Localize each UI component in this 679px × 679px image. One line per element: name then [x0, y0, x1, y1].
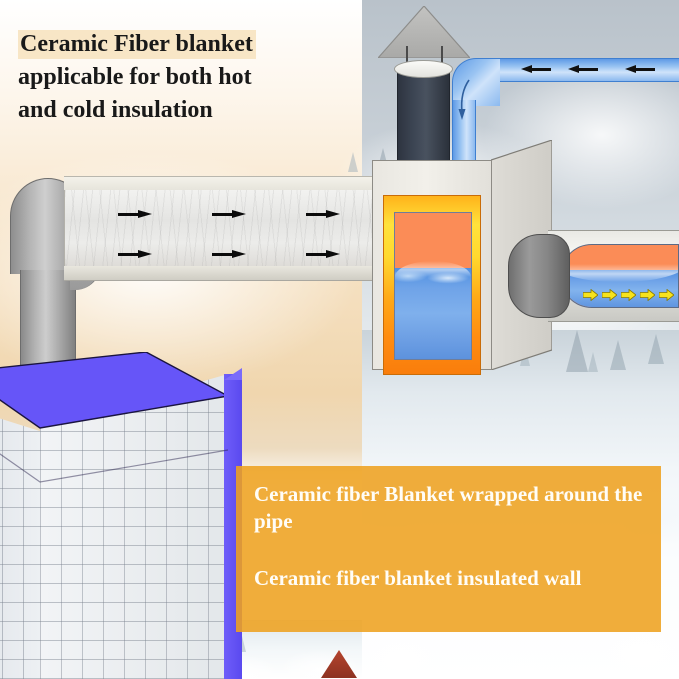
evergreen-tree-icon — [648, 334, 664, 364]
insulated-wall-cutaway — [0, 352, 260, 679]
evergreen-tree-icon — [348, 152, 358, 172]
flow-arrow-curved-down-icon — [458, 79, 470, 120]
flow-arrow-right-icon — [212, 250, 246, 259]
page-title: Ceramic Fiber blanket applicable for bot… — [18, 28, 348, 127]
flow-arrow-left-icon — [568, 65, 598, 74]
caption-line-2: Ceramic fiber blanket insulated wall — [254, 566, 582, 590]
flow-arrow-right-icon — [212, 210, 246, 219]
furnace-flame-frame — [383, 195, 481, 375]
flow-arrow-right-icon — [118, 210, 152, 219]
evergreen-tree-icon — [588, 352, 598, 372]
flow-arrow-left-icon — [625, 65, 655, 74]
elbow-vertical-leg — [20, 270, 76, 370]
insulated-hot-water-pipe — [508, 230, 679, 322]
evergreen-tree-icon — [610, 340, 626, 370]
furnace-side-outline — [491, 140, 552, 370]
furnace-front-face — [372, 160, 492, 375]
chimney-cap-outline — [378, 6, 470, 58]
title-line-1: Ceramic Fiber blanket — [18, 30, 256, 59]
title-line-2: applicable for both hot — [18, 64, 252, 90]
caption-panel: Ceramic fiber Blanket wrapped around the… — [236, 466, 661, 632]
flow-arrow-right-icon — [118, 250, 152, 259]
evergreen-tree-icon — [566, 330, 588, 372]
flow-arrow-right-icon — [583, 289, 598, 301]
flow-arrow-right-icon — [306, 250, 340, 259]
caption-line-1: Ceramic fiber Blanket wrapped around the… — [254, 482, 643, 533]
kiln-top-face — [0, 352, 228, 429]
chimney-rim — [394, 60, 453, 78]
title-line-3: and cold insulation — [18, 97, 213, 123]
flow-arrow-right-icon — [602, 289, 617, 301]
flow-arrow-right-icon — [306, 210, 340, 219]
flow-arrow-right-icon — [640, 289, 655, 301]
chimney-support-rod — [406, 46, 408, 72]
furnace-water-chamber — [394, 212, 472, 360]
kiln-tiled-lining-right — [40, 374, 228, 679]
pipe-water-surface — [561, 264, 678, 283]
insulated-hot-duct — [46, 176, 393, 281]
duct-blanket-top-edge — [64, 176, 392, 191]
flow-arrow-right-icon — [659, 289, 674, 301]
chamber-water-bubbles — [395, 265, 471, 286]
kiln-tiled-lining-left — [0, 406, 46, 679]
flow-arrow-right-icon — [621, 289, 636, 301]
flow-arrow-left-icon — [521, 65, 551, 74]
pipe-end-cap — [508, 234, 570, 318]
kiln-opening-frame — [0, 449, 229, 483]
duct-blanket-bottom-edge — [64, 266, 392, 281]
chimney-support-rod — [441, 46, 443, 72]
pipe-interior — [560, 244, 679, 308]
cold-water-pipe-corner — [452, 58, 500, 106]
